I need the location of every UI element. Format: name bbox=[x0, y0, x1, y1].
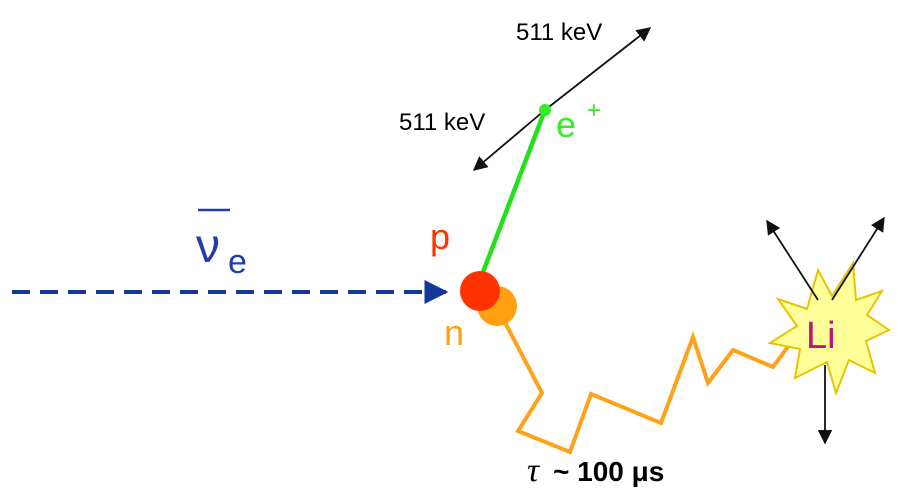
proton-ball bbox=[460, 271, 500, 311]
neutron-path bbox=[498, 312, 802, 455]
positron-superscript: + bbox=[587, 97, 601, 124]
gamma-label-top: 511 keV bbox=[516, 19, 602, 46]
positron-track bbox=[477, 109, 548, 281]
decay-arrow-left bbox=[766, 219, 819, 301]
gamma-line-upper bbox=[544, 27, 652, 111]
proton-label: p bbox=[430, 216, 450, 257]
tau-symbol: τ bbox=[527, 452, 541, 489]
decay-arrow-right bbox=[831, 216, 885, 301]
gamma-label-left: 511 keV bbox=[399, 109, 485, 136]
positron-dot bbox=[539, 104, 551, 116]
gamma-line-lower bbox=[472, 109, 546, 171]
neutrino-symbol: ν bbox=[196, 220, 220, 273]
neutrino-subscript: e bbox=[228, 243, 247, 281]
lifetime-label: ~ 100 μs bbox=[553, 456, 664, 487]
lithium-label: Li bbox=[806, 315, 836, 357]
positron-label: e bbox=[556, 104, 576, 145]
star-burst-icon bbox=[767, 259, 891, 397]
neutron-label: n bbox=[444, 312, 464, 353]
